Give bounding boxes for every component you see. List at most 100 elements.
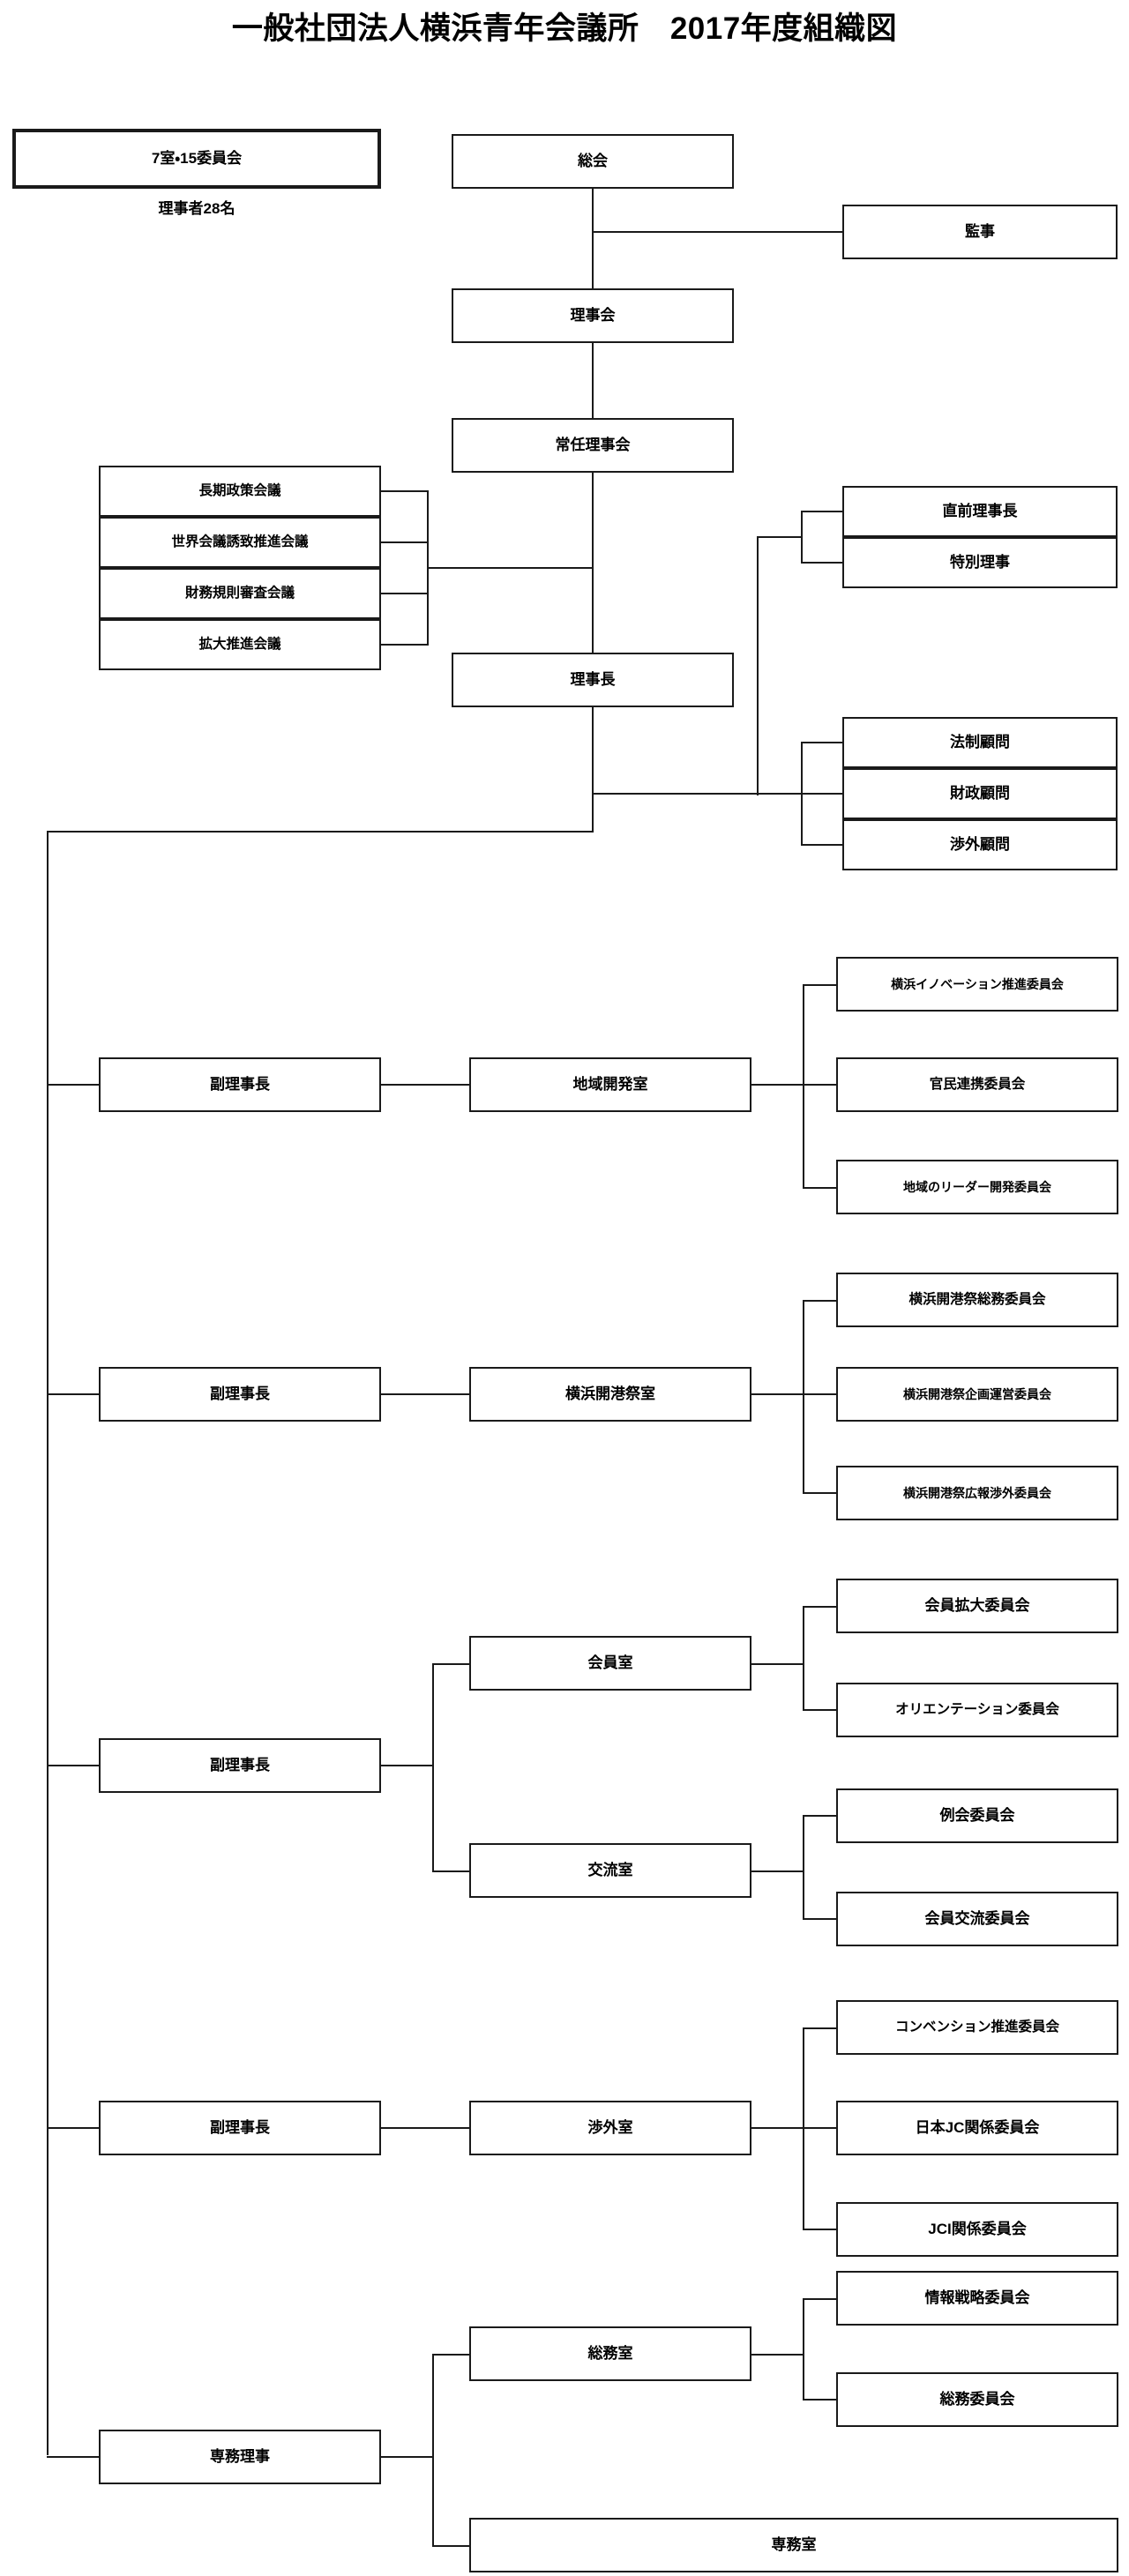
- line-committee-4-1-stub: [803, 2127, 838, 2129]
- node-committee-2-1: オリエンテーション委員会: [836, 1683, 1118, 1737]
- council-box-3: 拡大推進会議: [99, 619, 381, 670]
- line-vp1-to-division0: [381, 1084, 471, 1086]
- line-bus-to-vp3: [47, 1765, 101, 1766]
- node-managing-director: 専務理事: [99, 2430, 381, 2484]
- node-committee-1-1: 横浜開港祭企画運営委員会: [836, 1367, 1118, 1422]
- node-auditor: 監事: [842, 205, 1118, 259]
- node-committee-0-0: 横浜イノベーション推進委員会: [836, 957, 1118, 1012]
- node-immediate-past-president: 直前理事長: [842, 486, 1118, 537]
- line-committee-3-1-stub: [803, 1918, 838, 1920]
- line-council-to-president: [427, 567, 593, 569]
- line-division4-to-spine: [751, 2127, 804, 2129]
- node-board-of-directors: 理事会: [452, 288, 734, 343]
- node-committee-1-0: 横浜開港祭総務委員会: [836, 1273, 1118, 1327]
- line-division5-committee-spine: [803, 2298, 804, 2400]
- line-president-to-left-bus: [47, 831, 594, 833]
- council-box-2: 財務規則審査会議: [99, 568, 381, 619]
- node-vice-president-2: 副理事長: [99, 1367, 381, 1422]
- line-assembly-to-auditor: [592, 231, 844, 233]
- line-committee-3-0-stub: [803, 1815, 838, 1817]
- node-vice-president-4: 副理事長: [99, 2101, 381, 2155]
- node-committee-3-0: 例会委員会: [836, 1788, 1118, 1843]
- node-division-2: 会員室: [469, 1636, 751, 1691]
- line-vp3-to-rooms-spine: [381, 1765, 434, 1766]
- node-external-advisor: 渉外顧問: [842, 819, 1118, 870]
- node-committee-0-1: 官民連携委員会: [836, 1057, 1118, 1112]
- line-division1-committee-spine: [803, 1300, 804, 1493]
- line-legal-advisor-stub: [803, 742, 845, 743]
- node-finance-advisor: 財政顧問: [842, 768, 1118, 819]
- line-bus-to-vp4: [47, 2127, 101, 2129]
- node-committee-5-0: 情報戦略委員会: [836, 2271, 1118, 2326]
- node-division-5: 総務室: [469, 2326, 751, 2381]
- summary-directors-count: 理事者28名: [158, 200, 236, 217]
- node-legal-advisor: 法制顧問: [842, 717, 1118, 768]
- line-md-spine: [432, 2354, 434, 2545]
- node-division-1: 横浜開港祭室: [469, 1367, 751, 1422]
- node-division-0: 地域開発室: [469, 1057, 751, 1112]
- line-council-stub-2: [381, 593, 429, 594]
- line-special-directors-trunk-down: [757, 536, 759, 795]
- node-committee-2-0: 会員拡大委員会: [836, 1579, 1118, 1633]
- line-council-stub-1: [381, 541, 429, 543]
- summary-box-rooms-committees: 7室・15委員会: [12, 129, 381, 189]
- line-standing-to-president: [592, 473, 594, 653]
- line-vp3-rooms-spine: [432, 1663, 434, 1870]
- node-vice-president-1: 副理事長: [99, 1057, 381, 1112]
- node-standing-board: 常任理事会: [452, 418, 734, 473]
- line-special-director-stub: [803, 562, 845, 564]
- page-title: 一般社団法人横浜青年会議所 2017年度組織図: [231, 11, 898, 46]
- line-committee-2-0-stub: [803, 1606, 838, 1608]
- line-vp4-to-division4: [381, 2127, 471, 2129]
- line-committee-1-1-stub: [803, 1393, 838, 1395]
- line-committee-5-1-stub: [803, 2399, 838, 2401]
- council-box-1: 世界会議誘致推進会議: [99, 517, 381, 568]
- node-committee-1-2: 横浜開港祭広報渉外委員会: [836, 1466, 1118, 1520]
- line-special-directors-to-trunk: [757, 536, 803, 538]
- line-committee-0-1-stub: [803, 1084, 838, 1086]
- line-md-spine-to-division6: [432, 2545, 471, 2547]
- node-special-director: 特別理事: [842, 537, 1118, 588]
- line-advisors-to-trunk: [592, 793, 803, 795]
- line-council-stub-3: [381, 644, 429, 646]
- line-president-down: [592, 707, 594, 833]
- line-bus-to-vp2: [47, 1393, 101, 1395]
- line-division1-to-spine: [751, 1393, 804, 1395]
- line-external-advisor-stub: [803, 844, 845, 846]
- line-committee-1-0-stub: [803, 1300, 838, 1302]
- node-division-4: 渉外室: [469, 2101, 751, 2155]
- node-committee-3-1: 会員交流委員会: [836, 1892, 1118, 1946]
- line-rooms-spine-to-division2: [432, 1663, 471, 1665]
- node-committee-4-2: JCI関係委員会: [836, 2202, 1118, 2257]
- line-committee-1-2-stub: [803, 1492, 838, 1494]
- line-bus-to-managing-director: [47, 2456, 101, 2458]
- line-division2-committee-spine: [803, 1606, 804, 1710]
- line-finance-advisor-stub: [803, 793, 845, 795]
- node-division-3: 交流室: [469, 1843, 751, 1898]
- line-rooms-spine-to-division3: [432, 1870, 471, 1872]
- node-committee-0-2: 地域のリーダー開発委員会: [836, 1160, 1118, 1214]
- line-bus-to-vp1: [47, 1084, 101, 1086]
- line-md-spine-to-division5: [432, 2354, 471, 2356]
- line-division4-committee-spine: [803, 2027, 804, 2230]
- line-md-to-spine: [381, 2456, 434, 2458]
- node-committee-5-1: 総務委員会: [836, 2372, 1118, 2427]
- node-committee-4-1: 日本JC関係委員会: [836, 2101, 1118, 2155]
- node-division-6: 専務室: [469, 2518, 1118, 2572]
- node-committee-4-0: コンベンション推進委員会: [836, 2000, 1118, 2055]
- node-general-assembly: 総会: [452, 134, 734, 189]
- line-assembly-down: [592, 189, 594, 288]
- line-division5-to-spine: [751, 2354, 804, 2356]
- line-division3-committee-spine: [803, 1815, 804, 1919]
- line-division3-to-spine: [751, 1870, 804, 1872]
- node-president: 理事長: [452, 653, 734, 707]
- line-ipp-stub: [803, 511, 845, 512]
- line-committee-4-0-stub: [803, 2027, 838, 2029]
- line-division0-to-spine: [751, 1084, 804, 1086]
- line-committee-4-2-stub: [803, 2229, 838, 2230]
- node-vice-president-3: 副理事長: [99, 1738, 381, 1793]
- line-board-to-standing: [592, 343, 594, 418]
- council-box-0: 長期政策会議: [99, 466, 381, 517]
- line-committee-0-2-stub: [803, 1187, 838, 1189]
